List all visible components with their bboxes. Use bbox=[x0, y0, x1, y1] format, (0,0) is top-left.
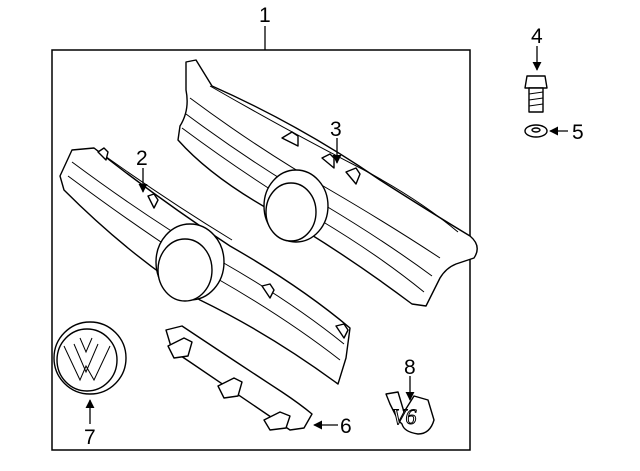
grille-bracket bbox=[165, 325, 313, 431]
lower-grille bbox=[59, 147, 351, 385]
bolt-icon bbox=[524, 75, 548, 113]
upper-grille bbox=[177, 59, 478, 307]
callout-3: 3 bbox=[330, 118, 342, 141]
v6-badge: V6 bbox=[385, 391, 435, 435]
emblem-icon bbox=[53, 321, 127, 395]
callout-1: 1 bbox=[259, 4, 271, 27]
callout-2: 2 bbox=[136, 147, 148, 170]
callout-5: 5 bbox=[572, 121, 584, 144]
washer-icon bbox=[524, 124, 548, 138]
callout-7: 7 bbox=[84, 426, 96, 449]
callout-6: 6 bbox=[340, 415, 352, 438]
callout-4: 4 bbox=[531, 25, 543, 48]
v6-badge-text: V6 bbox=[392, 404, 416, 429]
callout-8: 8 bbox=[404, 356, 416, 379]
